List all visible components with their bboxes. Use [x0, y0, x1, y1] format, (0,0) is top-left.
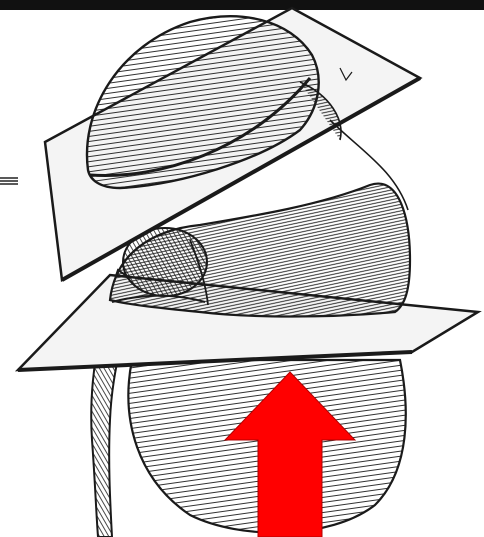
- upper-dome: [87, 16, 341, 188]
